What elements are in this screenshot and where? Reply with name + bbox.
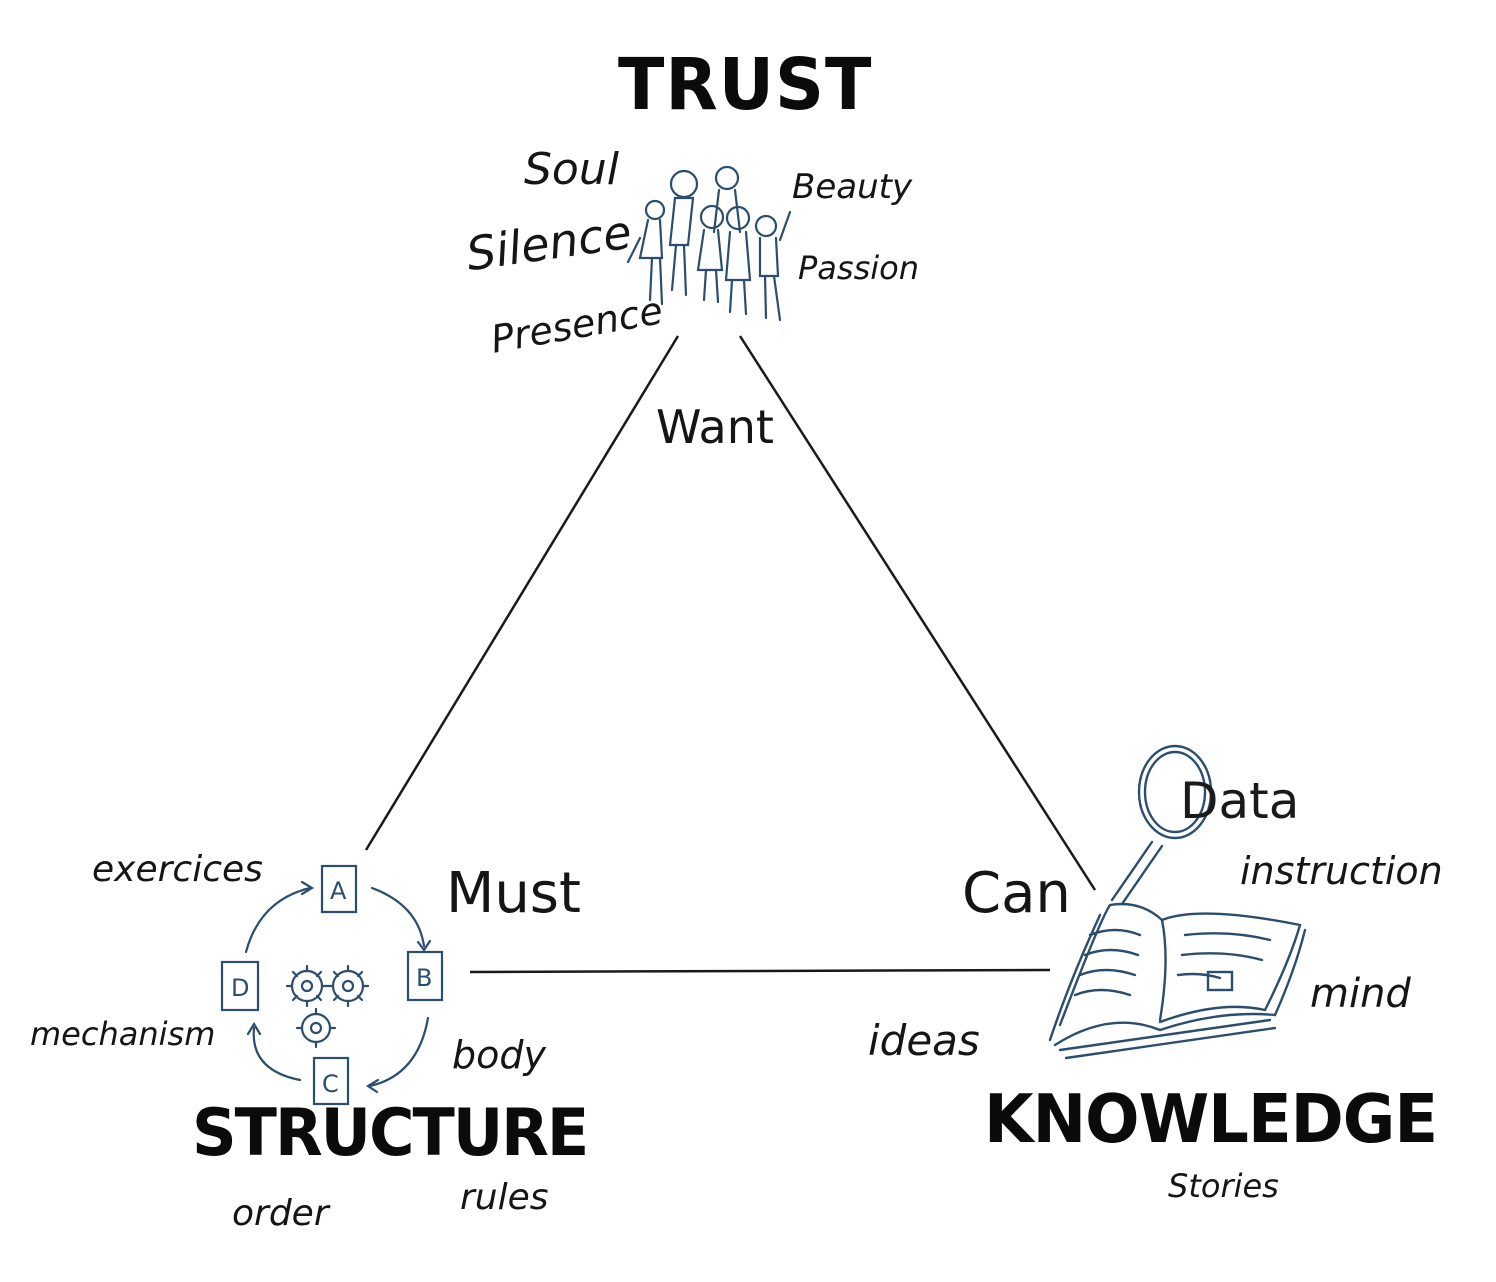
cycle-label-b: B	[416, 964, 432, 992]
cycle-box-b	[406, 950, 444, 1002]
knowledge-word-stories: Stories	[1168, 1167, 1279, 1205]
knowledge-word-data: Data	[1180, 772, 1300, 830]
cycle-label-d: D	[231, 974, 249, 1002]
cycle-arrow	[368, 1016, 430, 1088]
trust-word-soul: Soul	[524, 144, 619, 195]
edge-trust-knowledge	[738, 335, 1097, 891]
structure-word-mechanism: mechanism	[30, 1015, 216, 1053]
trust-word-beauty: Beauty	[792, 167, 913, 207]
cycle-arrow	[244, 886, 312, 954]
cycle-box-d	[220, 960, 260, 1012]
edge-label-can: Can	[962, 861, 1071, 926]
cycle-box-c	[312, 1056, 350, 1106]
people-group-icon	[626, 165, 792, 322]
cycle-arrow	[252, 1026, 302, 1082]
edge-structure-knowledge	[469, 968, 1051, 974]
trust-title: TRUST	[618, 44, 873, 127]
structure-word-rules: rules	[460, 1177, 549, 1218]
structure-word-exercises: exercices	[92, 849, 263, 890]
knowledge-word-instruction: instruction	[1240, 849, 1443, 893]
cycle-box-a	[320, 864, 358, 914]
cycle-arrow	[370, 886, 426, 948]
knowledge-word-ideas: ideas	[868, 1016, 980, 1065]
magnifier-book-icon	[1048, 744, 1307, 1060]
gears-cycle-icon: A B C D	[220, 864, 444, 1106]
edge-label-want: Want	[656, 400, 774, 454]
knowledge-word-mind: mind	[1310, 971, 1411, 1017]
edge-label-must: Must	[446, 861, 581, 926]
structure-word-order: order	[232, 1193, 329, 1234]
structure-title: STRUCTURE	[192, 1094, 589, 1171]
cycle-label-a: A	[330, 877, 347, 905]
structure-word-body: body	[452, 1033, 546, 1077]
knowledge-title: KNOWLEDGE	[984, 1081, 1438, 1159]
cycle-label-c: C	[322, 1070, 339, 1098]
edge-trust-structure	[364, 335, 680, 851]
trust-word-passion: Passion	[798, 249, 919, 287]
